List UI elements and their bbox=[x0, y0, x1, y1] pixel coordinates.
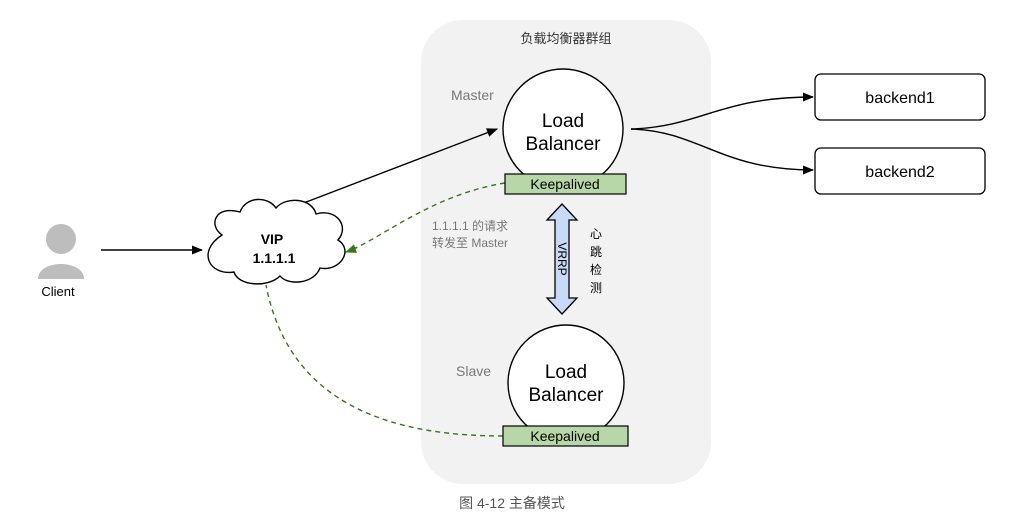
forward-dashed-arrow bbox=[344, 182, 506, 253]
slave-keepalived-box bbox=[502, 425, 629, 447]
forward-note-line2: 转发至 Master bbox=[432, 235, 508, 250]
slave-vip-dashed-line bbox=[265, 284, 504, 437]
heartbeat-char-1: 心 bbox=[590, 227, 602, 241]
vrrp-double-arrow bbox=[545, 203, 579, 315]
slave-lb-label-line2: Balancer bbox=[529, 385, 605, 406]
master-keepalived-box bbox=[504, 173, 627, 195]
heartbeat-char-2: 跳 bbox=[590, 245, 602, 259]
heartbeat-char-4: 测 bbox=[590, 281, 602, 295]
vip-cloud-icon bbox=[207, 198, 346, 285]
figure-caption: 图 4-12 主备模式 bbox=[459, 495, 565, 511]
lb-group-title: 负载均衡器群组 bbox=[520, 31, 611, 46]
client-person-icon bbox=[38, 224, 84, 279]
backend1-label: backend1 bbox=[865, 90, 934, 107]
backend2-box bbox=[814, 147, 986, 195]
vip-to-master-arrow bbox=[274, 128, 499, 215]
slave-keepalived-label: Keepalived bbox=[530, 428, 599, 444]
master-to-backend1-arrow bbox=[630, 92, 815, 130]
heartbeat-char-3: 检 bbox=[590, 262, 602, 277]
forward-note-line1: 1.1.1.1 的请求 bbox=[432, 218, 508, 233]
master-to-backend2-arrow bbox=[630, 128, 815, 175]
master-keepalived-label: Keepalived bbox=[530, 176, 599, 192]
client-label: Client bbox=[41, 284, 75, 299]
backend2-label: backend2 bbox=[865, 164, 934, 181]
vip-label: VIP bbox=[261, 231, 284, 247]
backend1-box bbox=[814, 73, 986, 121]
master-lb-label-line2: Balancer bbox=[526, 134, 602, 155]
vrrp-label: VRRP bbox=[555, 242, 569, 275]
master-role-label: Master bbox=[451, 87, 494, 103]
slave-lb-label-line1: Load bbox=[545, 362, 587, 383]
slave-role-label: Slave bbox=[456, 363, 491, 379]
slave-load-balancer-node bbox=[507, 324, 625, 442]
master-lb-label-line1: Load bbox=[542, 111, 584, 132]
vip-address: 1.1.1.1 bbox=[253, 250, 296, 266]
